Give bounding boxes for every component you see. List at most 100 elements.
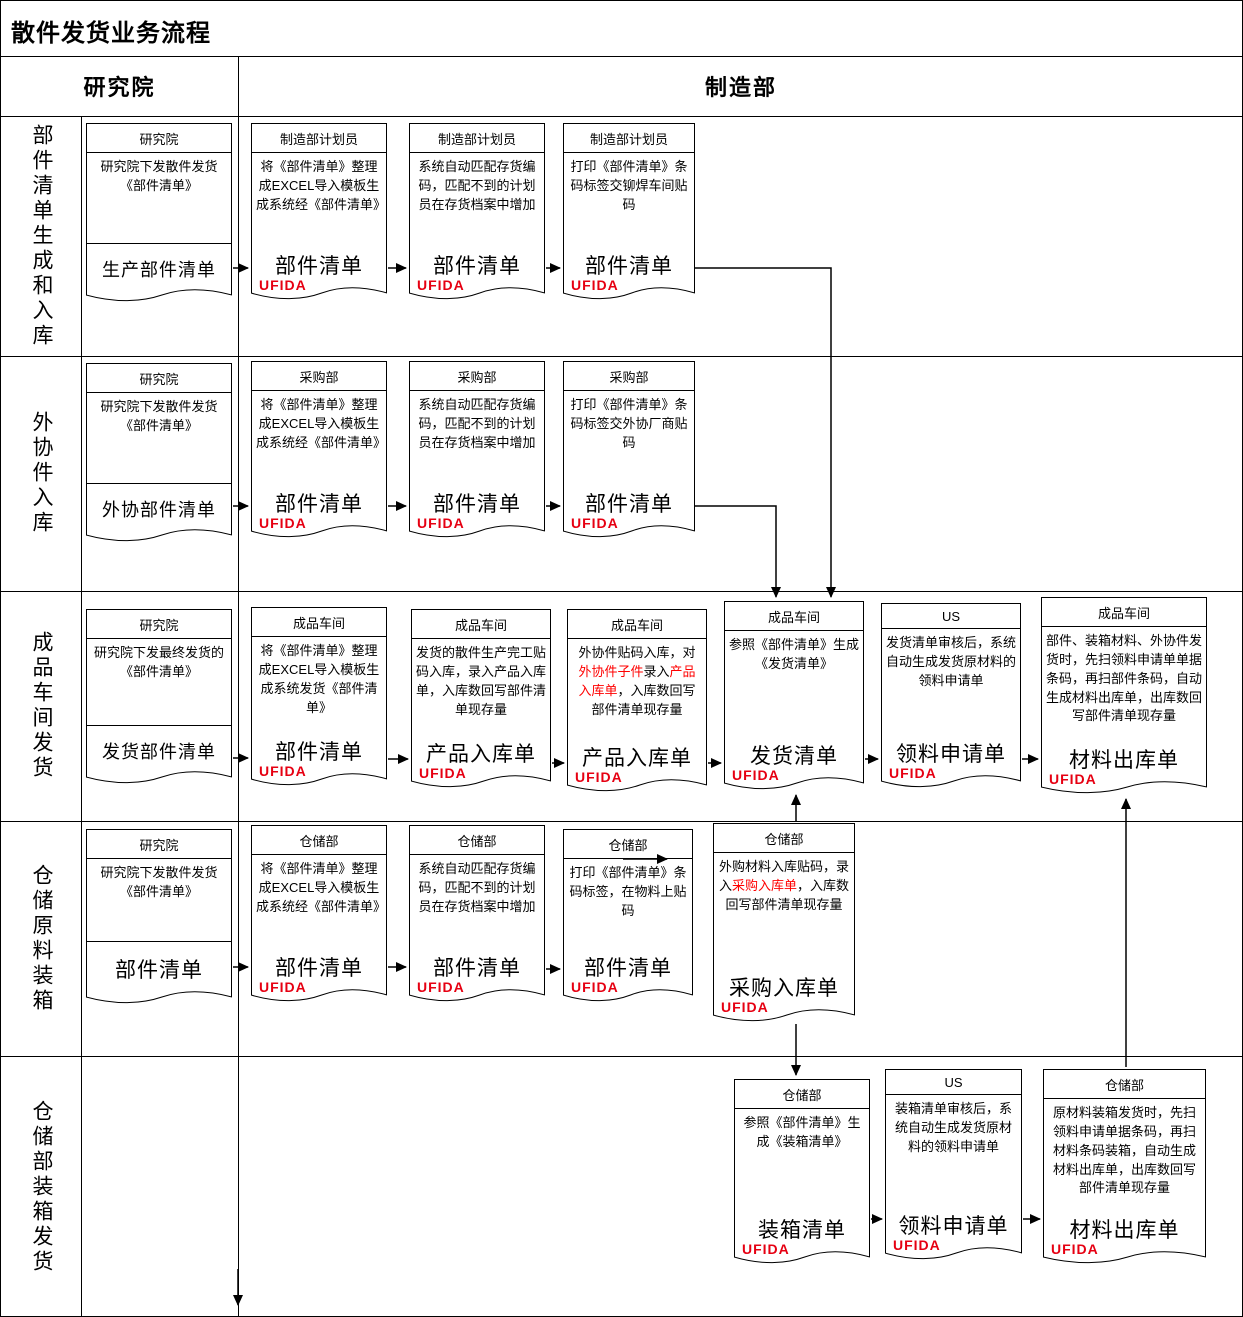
- doc-body: 将《部件清单》整理成EXCEL导入模板生成系统经《部件清单》: [256, 397, 387, 450]
- doc-header: 采购部: [564, 362, 694, 391]
- doc-shipping-list: 成品车间 参照《部件清单》生成《发货清单》 发货清单 UFIDA: [724, 601, 864, 791]
- ufida-logo: UFIDA: [571, 277, 619, 293]
- doc-purchase-print-barcode: 采购部 打印《部件清单》条码标签交外协厂商贴码 部件清单 UFIDA: [563, 361, 695, 539]
- page-title: 散件发货业务流程: [11, 20, 211, 47]
- doc-research-issue-3: 研究院 研究院下发最终发货的《部件清单》 发货部件清单: [86, 609, 232, 785]
- doc-body: 打印《部件清单》条码标签，在物料上贴码: [569, 865, 687, 918]
- doc-research-issue-1: 研究院 研究院下发散件发货《部件清单》 生产部件清单: [86, 123, 232, 303]
- doc-header: 研究院: [87, 124, 231, 153]
- doc-label: 部件清单: [87, 941, 231, 997]
- doc-body: 发货的散件生产完工贴码入库，录入产品入库单，入库数回写部件清单现存量: [416, 645, 547, 717]
- doc-body: 参照《部件清单》生成《装箱清单》: [743, 1115, 861, 1149]
- grid-line-h: [1, 591, 1242, 592]
- ufida-logo: UFIDA: [259, 277, 307, 293]
- doc-body: 研究院下发散件发货《部件清单》: [100, 159, 218, 193]
- doc-header: 仓储部: [410, 826, 544, 855]
- doc-body: 外协件贴码入库，对外协件子件录入产品入库单，入库数回写部件清单现存量: [578, 645, 696, 717]
- column-header-research: 研究院: [83, 75, 156, 100]
- lane-label-outsourced: 外协件入库: [30, 411, 53, 536]
- document-wave: [409, 987, 545, 1003]
- doc-header: 成品车间: [725, 602, 863, 631]
- doc-label: 领料申请单: [896, 743, 1006, 766]
- grid-line-h: [1, 116, 1242, 117]
- doc-label: 部件清单: [275, 957, 363, 980]
- doc-body: 系统自动匹配存货编码，匹配不到的计划员在存货档案中增加: [418, 159, 536, 212]
- lane-label-workshop-ship: 成品车间发货: [30, 631, 53, 781]
- document-wave: [563, 285, 695, 301]
- doc-body: 将《部件清单》整理成EXCEL导入模板生成系统经《部件清单》: [256, 159, 387, 212]
- doc-header: 成品车间: [568, 610, 706, 639]
- doc-product-inbound-outsourced: 成品车间 外协件贴码入库，对外协件子件录入产品入库单，入库数回写部件清单现存量 …: [567, 609, 707, 793]
- doc-header: 制造部计划员: [252, 124, 386, 153]
- doc-header: 仓储部: [564, 830, 692, 859]
- document-wave: [885, 1245, 1022, 1261]
- doc-label: 部件清单: [275, 255, 363, 278]
- doc-header: 成品车间: [412, 610, 550, 639]
- document-wave: [713, 1007, 855, 1023]
- document-wave: [86, 287, 232, 303]
- lane-label-parts-list: 部件清单生成和入库: [30, 123, 53, 349]
- doc-warehouse-import: 仓储部 将《部件清单》整理成EXCEL导入模板生成系统经《部件清单》 部件清单 …: [251, 825, 387, 1003]
- doc-label: 产品入库单: [582, 747, 692, 770]
- doc-body: 参照《部件清单》生成《发货清单》: [729, 637, 860, 671]
- grid-line-v: [238, 56, 239, 1316]
- doc-label: 部件清单: [433, 255, 521, 278]
- ufida-logo: UFIDA: [259, 763, 307, 779]
- doc-header: US: [882, 604, 1020, 629]
- grid-line-h: [1, 56, 1242, 57]
- doc-body: 外购材料入库贴码，录入采购入库单，入库数回写部件清单现存量: [718, 859, 850, 912]
- ufida-logo: UFIDA: [575, 769, 623, 785]
- doc-body: 研究院下发散件发货《部件清单》: [100, 865, 218, 899]
- doc-purchase-import: 采购部 将《部件清单》整理成EXCEL导入模板生成系统经《部件清单》 部件清单 …: [251, 361, 387, 539]
- document-wave: [251, 523, 387, 539]
- doc-header: 研究院: [87, 830, 231, 859]
- doc-body: 原材料装箱发货时，先扫领料申请单据条码，再扫材料条码装箱，自动生成材料出库单，出…: [1052, 1105, 1196, 1196]
- ufida-logo: UFIDA: [417, 515, 465, 531]
- doc-label: 采购入库单: [729, 977, 839, 1000]
- doc-research-issue-4: 研究院 研究院下发散件发货《部件清单》 部件清单: [86, 829, 232, 1005]
- doc-plan-print-barcode: 制造部计划员 打印《部件清单》条码标签交铆焊车间贴码 部件清单 UFIDA: [563, 123, 695, 301]
- document-wave: [251, 771, 387, 787]
- ufida-logo: UFIDA: [742, 1241, 790, 1257]
- doc-label: 发货清单: [750, 745, 838, 768]
- ufida-logo: UFIDA: [571, 515, 619, 531]
- grid-line-v: [81, 116, 82, 1316]
- doc-warehouse-match: 仓储部 系统自动匹配存货编码，匹配不到的计划员在存货档案中增加 部件清单 UFI…: [409, 825, 545, 1003]
- grid-line-h: [1, 356, 1242, 357]
- doc-label: 部件清单: [433, 493, 521, 516]
- document-wave: [251, 285, 387, 301]
- doc-label: 部件清单: [585, 255, 673, 278]
- doc-warehouse-print-barcode: 仓储部 打印《部件清单》条码标签，在物料上贴码 部件清单 UFIDA: [563, 829, 693, 1003]
- doc-body: 系统自动匹配存货编码，匹配不到的计划员在存货档案中增加: [418, 861, 536, 914]
- doc-body: 研究院下发最终发货的《部件清单》: [93, 645, 224, 679]
- document-wave: [881, 773, 1021, 789]
- doc-header: US: [886, 1070, 1021, 1095]
- doc-workshop-import: 成品车间 将《部件清单》整理成EXCEL导入模板生成系统发货《部件清单》 部件清…: [251, 607, 387, 787]
- doc-body: 将《部件清单》整理成EXCEL导入模板生成系统经《部件清单》: [256, 861, 387, 914]
- doc-body: 装箱清单审核后，系统自动生成发货原材料的领料申请单: [894, 1101, 1012, 1154]
- doc-header: 仓储部: [252, 826, 386, 855]
- doc-plan-import: 制造部计划员 将《部件清单》整理成EXCEL导入模板生成系统经《部件清单》 部件…: [251, 123, 387, 301]
- document-wave: [563, 523, 695, 539]
- doc-label: 发货部件清单: [87, 725, 231, 777]
- lane-label-warehouse-pack: 仓储原料装箱: [30, 863, 53, 1014]
- doc-label: 材料出库单: [1069, 1219, 1180, 1242]
- document-wave: [86, 989, 232, 1005]
- document-wave: [86, 769, 232, 785]
- doc-label: 部件清单: [585, 493, 673, 516]
- doc-label: 生产部件清单: [87, 243, 231, 295]
- grid-line-h: [1, 821, 1242, 822]
- doc-body: 将《部件清单》整理成EXCEL导入模板生成系统发货《部件清单》: [258, 643, 380, 715]
- doc-material-request-2: US 装箱清单审核后，系统自动生成发货原材料的领料申请单 领料申请单 UFIDA: [885, 1069, 1022, 1261]
- grid-line-h: [1, 1056, 1242, 1057]
- document-wave: [86, 527, 232, 543]
- column-header-manufacturing: 制造部: [704, 75, 777, 100]
- document-wave: [251, 987, 387, 1003]
- ufida-logo: UFIDA: [1051, 1241, 1099, 1257]
- doc-header: 制造部计划员: [410, 124, 544, 153]
- doc-label: 产品入库单: [426, 743, 536, 766]
- doc-research-issue-2: 研究院 研究院下发散件发货《部件清单》 外协部件清单: [86, 363, 232, 543]
- document-wave: [563, 987, 693, 1003]
- doc-header: 成品车间: [1042, 598, 1206, 627]
